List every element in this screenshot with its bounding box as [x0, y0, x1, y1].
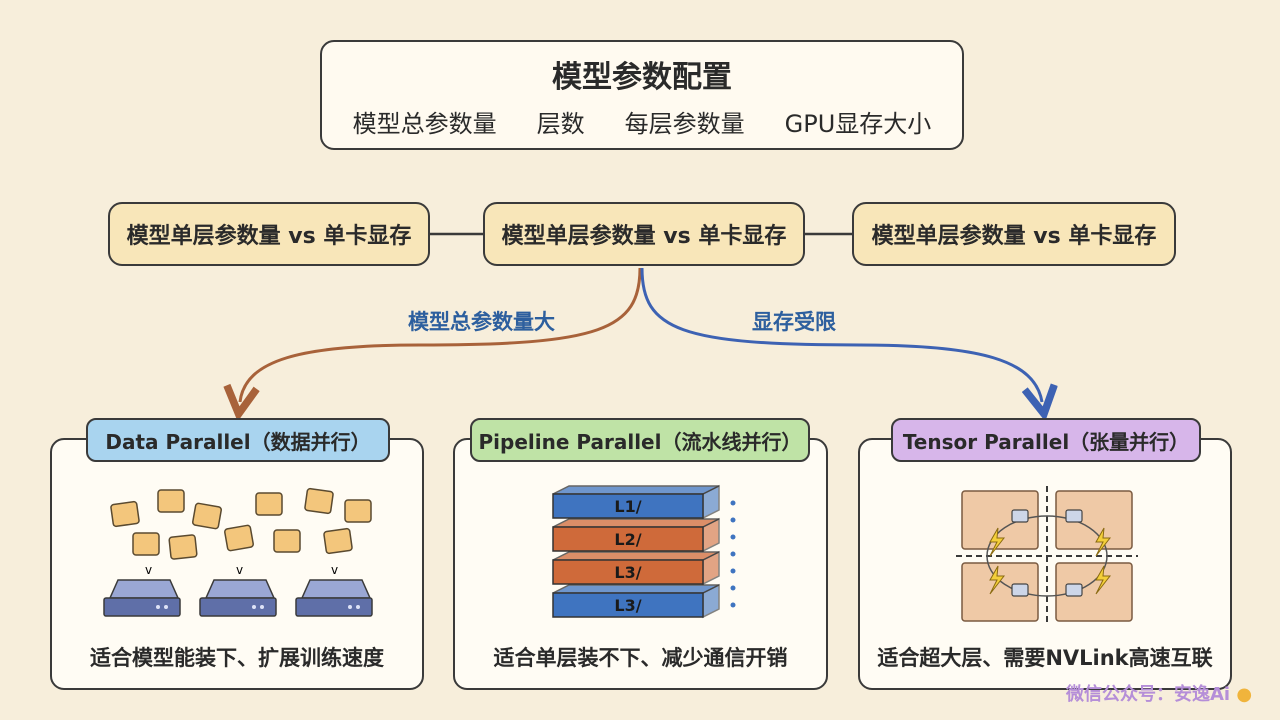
arrow-to-data-parallel: [240, 267, 642, 402]
pipeline-layer-label: L2/: [614, 530, 641, 549]
comparison-box-center: 模型单层参数量 vs 单卡显存: [483, 202, 805, 266]
config-item-gpu-memory: GPU显存大小: [784, 109, 932, 138]
svg-text:v: v: [145, 563, 152, 577]
model-config-title: 模型参数配置: [552, 59, 732, 95]
pipeline-layer: L2/: [552, 517, 720, 553]
config-item-layers: 层数: [536, 109, 585, 138]
data-parallel-title: Data Parallel（数据并行）: [86, 418, 390, 462]
branch-label-memory-limited: 显存受限: [752, 310, 836, 334]
server-icon: [295, 579, 373, 617]
server-icon: [199, 579, 277, 617]
arrow-to-tensor-parallel: [640, 267, 1042, 402]
model-config-box: 模型参数配置 模型总参数量 层数 每层参数量 GPU显存大小: [320, 40, 964, 150]
tensor-grid-illustration: [956, 486, 1138, 626]
comparison-box-right: 模型单层参数量 vs 单卡显存: [852, 202, 1176, 266]
comparison-box-left: 模型单层参数量 vs 单卡显存: [108, 202, 430, 266]
chick-icon: ●: [1236, 684, 1253, 705]
lightning-icon: [989, 565, 1006, 595]
tensor-parallel-panel: [858, 438, 1232, 690]
data-parallel-panel: [50, 438, 424, 690]
server-icon: [103, 579, 181, 617]
model-config-items: 模型总参数量 层数 每层参数量 GPU显存大小: [353, 104, 932, 139]
lightning-icon: [989, 527, 1006, 557]
pipeline-layer: L3/: [552, 583, 720, 619]
svg-text:v: v: [331, 563, 338, 577]
lightning-icon: [1095, 565, 1112, 595]
layer-stack-illustration: L1/L2/L3/L3/: [552, 484, 720, 619]
pipeline-layer-label: L3/: [614, 596, 641, 615]
config-item-params-per-layer: 每层参数量: [624, 109, 745, 138]
pipeline-layer-label: L1/: [614, 497, 641, 516]
watermark-text: 微信公众号：安逸Ai: [1066, 684, 1231, 705]
pipeline-dots: [730, 500, 736, 608]
tensor-parallel-title: Tensor Parallel（张量并行）: [891, 418, 1201, 462]
pipeline-parallel-title: Pipeline Parallel（流水线并行）: [470, 418, 810, 462]
data-parallel-caption: 适合模型能装下、扩展训练速度: [90, 646, 384, 670]
svg-text:v: v: [236, 563, 243, 577]
pipeline-layer-label: L3/: [614, 563, 641, 582]
pipeline-layer: L1/: [552, 484, 720, 520]
config-item-total-params: 模型总参数量: [352, 109, 497, 138]
data-blocks-illustration: v v v: [110, 487, 372, 577]
tensor-parallel-caption: 适合超大层、需要NVLink高速互联: [877, 646, 1213, 670]
pipeline-parallel-caption: 适合单层装不下、减少通信开销: [493, 646, 788, 670]
pipeline-layer: L3/: [552, 550, 720, 586]
branch-label-large-model: 模型总参数量大: [408, 310, 555, 334]
watermark: 微信公众号：安逸Ai ●: [1066, 680, 1252, 706]
lightning-icon: [1095, 527, 1112, 557]
